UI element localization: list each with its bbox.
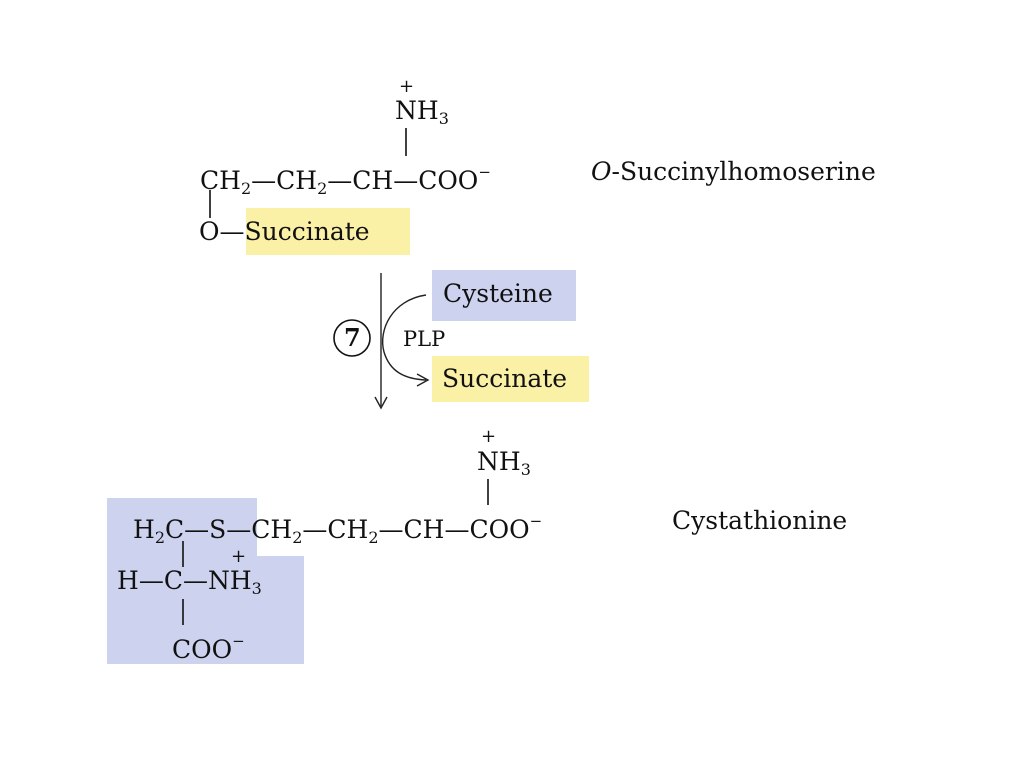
compound-name-bottom: Cystathionine (672, 506, 848, 535)
product-label: Succinate (442, 364, 568, 393)
succinate-highlight-top (246, 208, 410, 255)
main-chain-bottom: H2C—S—CH2—CH2—CH—COO− (133, 512, 543, 547)
side-arrow-head (416, 373, 430, 387)
charge-plus-alpha-amine: + (231, 546, 247, 567)
alpha-carbon-row: H—C—NH3 (117, 566, 262, 598)
step-circle (333, 319, 371, 357)
side-arrow-curve (382, 294, 427, 381)
reaction-arrow-head (374, 396, 388, 410)
compound-name-top: O-Succinylhomoserine (591, 157, 876, 186)
cofactor-label: PLP (403, 327, 446, 351)
succinate-label-top: Succinate (244, 217, 370, 246)
charge-plus-top: + (399, 76, 415, 97)
nh3-group-bottom: NH3 (477, 447, 531, 479)
nh3-group-top: NH3 (395, 96, 449, 128)
step-number: 7 (344, 323, 361, 352)
charge-plus-bottom: + (481, 426, 497, 447)
carboxylate-bottom: COO− (172, 632, 245, 664)
cysteine-highlight (432, 270, 576, 321)
ester-group-top: O—Succinate (199, 217, 370, 246)
reactant-label: Cysteine (443, 279, 553, 308)
cysteine-moiety-highlight-upper (107, 498, 257, 558)
main-chain-top: CH2—CH2—CH—COO− (200, 163, 491, 198)
succinate-highlight-product (432, 356, 589, 402)
cysteine-moiety-highlight-lower (107, 556, 304, 664)
